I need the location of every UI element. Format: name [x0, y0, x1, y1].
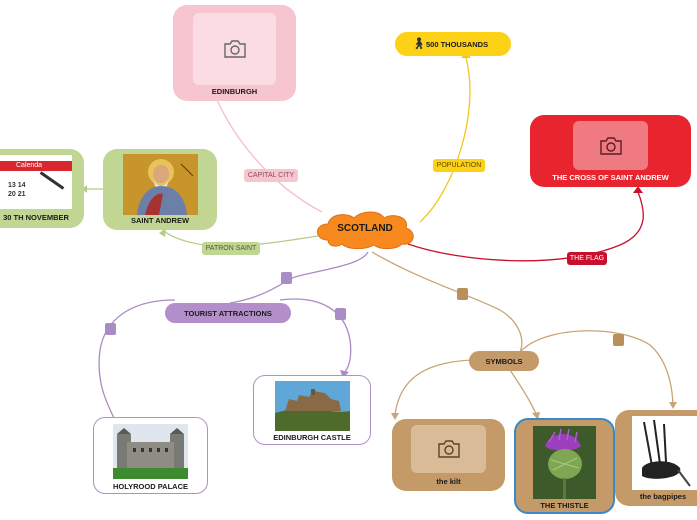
- node-label: THE CROSS OF SAINT ANDREW: [552, 173, 669, 182]
- link-label-population[interactable]: POPULATION: [433, 159, 485, 172]
- central-topic[interactable]: SCOTLAND: [310, 208, 420, 250]
- node-label: TOURIST ATTRACTIONS: [184, 309, 272, 318]
- node-label: 30 TH NOVEMBER: [3, 213, 69, 222]
- node-label: THE THISTLE: [540, 501, 589, 510]
- camera-icon: [599, 136, 622, 155]
- node-label: EDINBURGH CASTLE: [273, 433, 351, 442]
- node-kilt[interactable]: the kilt: [392, 419, 505, 491]
- person-icon: 🚶︎: [412, 38, 426, 50]
- node-label: 500 THOUSANDS: [426, 40, 489, 49]
- node-saint-andrew[interactable]: SAINT ANDREW: [103, 149, 217, 230]
- branch-handle[interactable]: [335, 308, 346, 320]
- node-label: the bagpipes: [639, 492, 687, 501]
- photo-placeholder[interactable]: [411, 425, 486, 473]
- node-tourist-attractions[interactable]: TOURIST ATTRACTIONS: [165, 303, 291, 323]
- castle-image: [275, 381, 350, 431]
- bagpipes-image: [632, 416, 697, 490]
- calendar-title: Calenda: [16, 162, 43, 169]
- branch-handle[interactable]: [281, 272, 292, 284]
- node-label: HOLYROOD PALACE: [112, 482, 188, 491]
- central-topic-label: SCOTLAND: [337, 223, 393, 234]
- thistle-image: [533, 426, 596, 499]
- camera-icon: [223, 40, 246, 58]
- branch-handle[interactable]: [105, 323, 116, 335]
- calendar-icon: Calenda 13 14 20 21: [0, 155, 72, 209]
- camera-icon: [437, 440, 460, 458]
- node-date[interactable]: Calenda 13 14 20 21 30 TH NOVEMBER: [0, 149, 84, 228]
- cloud-shape: [317, 211, 414, 250]
- calendar-numbers-row-2: 20 21: [8, 191, 26, 198]
- branch-handle[interactable]: [613, 334, 624, 346]
- node-edinburgh-castle[interactable]: EDINBURGH CASTLE: [253, 375, 371, 445]
- node-label: EDINBURGH: [211, 87, 258, 96]
- photo-placeholder[interactable]: [193, 13, 276, 85]
- node-holyrood-palace[interactable]: HOLYROOD PALACE: [93, 417, 208, 494]
- node-edinburgh[interactable]: EDINBURGH: [173, 5, 296, 101]
- palace-image: [113, 424, 188, 479]
- photo-placeholder[interactable]: [573, 121, 648, 170]
- link-label-capital-city[interactable]: CAPITAL CITY: [244, 169, 298, 182]
- link-label-patron-saint[interactable]: PATRON SAINT: [202, 242, 260, 255]
- node-flag[interactable]: THE CROSS OF SAINT ANDREW: [530, 115, 691, 187]
- node-label: SYMBOLS: [485, 357, 523, 366]
- link-label-the-flag[interactable]: THE FLAG: [567, 252, 607, 265]
- node-label: SAINT ANDREW: [130, 216, 190, 225]
- node-symbols[interactable]: SYMBOLS: [469, 351, 539, 371]
- calendar-numbers: 13 14: [8, 182, 26, 189]
- node-population[interactable]: 🚶︎ 500 THOUSANDS: [395, 32, 511, 56]
- node-label: the kilt: [436, 477, 461, 486]
- node-thistle[interactable]: THE THISTLE: [514, 418, 615, 514]
- node-bagpipes[interactable]: the bagpipes: [615, 410, 697, 506]
- branch-handle[interactable]: [457, 288, 468, 300]
- saint-andrew-icon-image: [123, 154, 198, 215]
